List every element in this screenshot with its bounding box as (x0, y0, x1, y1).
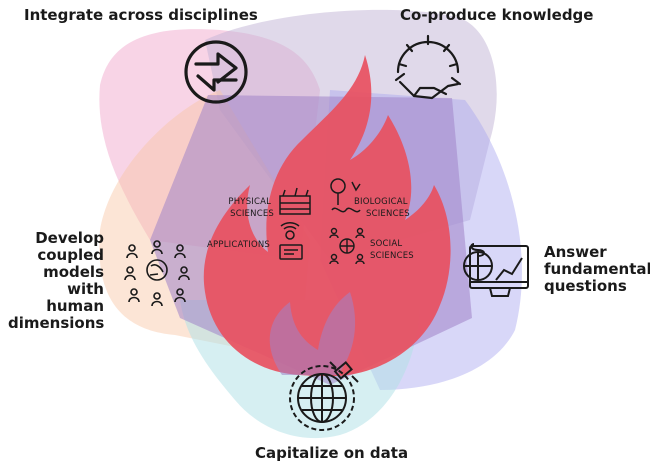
applications-icon (279, 222, 303, 260)
goal-develop-line: coupled (37, 246, 104, 264)
flame-inner-lobe (269, 292, 356, 375)
biological-sciences-icon (330, 178, 361, 213)
physical-sciences-label: PHYSICAL SCIENCES (228, 197, 274, 219)
handshake-gear-icon (394, 34, 462, 100)
goal-develop-line: Develop (35, 229, 104, 247)
goal-develop-line: dimensions (8, 314, 105, 332)
people-network-icon (124, 240, 190, 307)
goal-coproduce: Co-produce knowledge (400, 6, 594, 24)
globe-satellite-icon (289, 361, 359, 431)
social-sciences-icon (329, 227, 365, 265)
goal-answer: Answer fundamental questions (544, 244, 650, 295)
goal-capitalize: Capitalize on data (255, 444, 409, 462)
social-sciences-label: SOCIAL SCIENCES (370, 239, 414, 261)
flame-shape (203, 55, 451, 376)
integrate-arrows-icon (184, 40, 248, 104)
biological-sciences-label: BIOLOGICAL SCIENCES (354, 197, 411, 219)
physical-sciences-icon (279, 187, 311, 215)
goal-develop-line: human (46, 297, 104, 315)
goal-answer-line: Answer (544, 243, 607, 261)
goal-develop-line: models with (43, 263, 104, 298)
goal-integrate: Integrate across disciplines (24, 6, 258, 24)
monitor-chart-icon (463, 243, 529, 297)
goal-answer-line: fundamental (544, 260, 650, 278)
goal-develop: Develop coupled models with human dimens… (8, 230, 104, 332)
applications-label: APPLICATIONS (207, 240, 270, 250)
goal-answer-line: questions (544, 277, 627, 295)
